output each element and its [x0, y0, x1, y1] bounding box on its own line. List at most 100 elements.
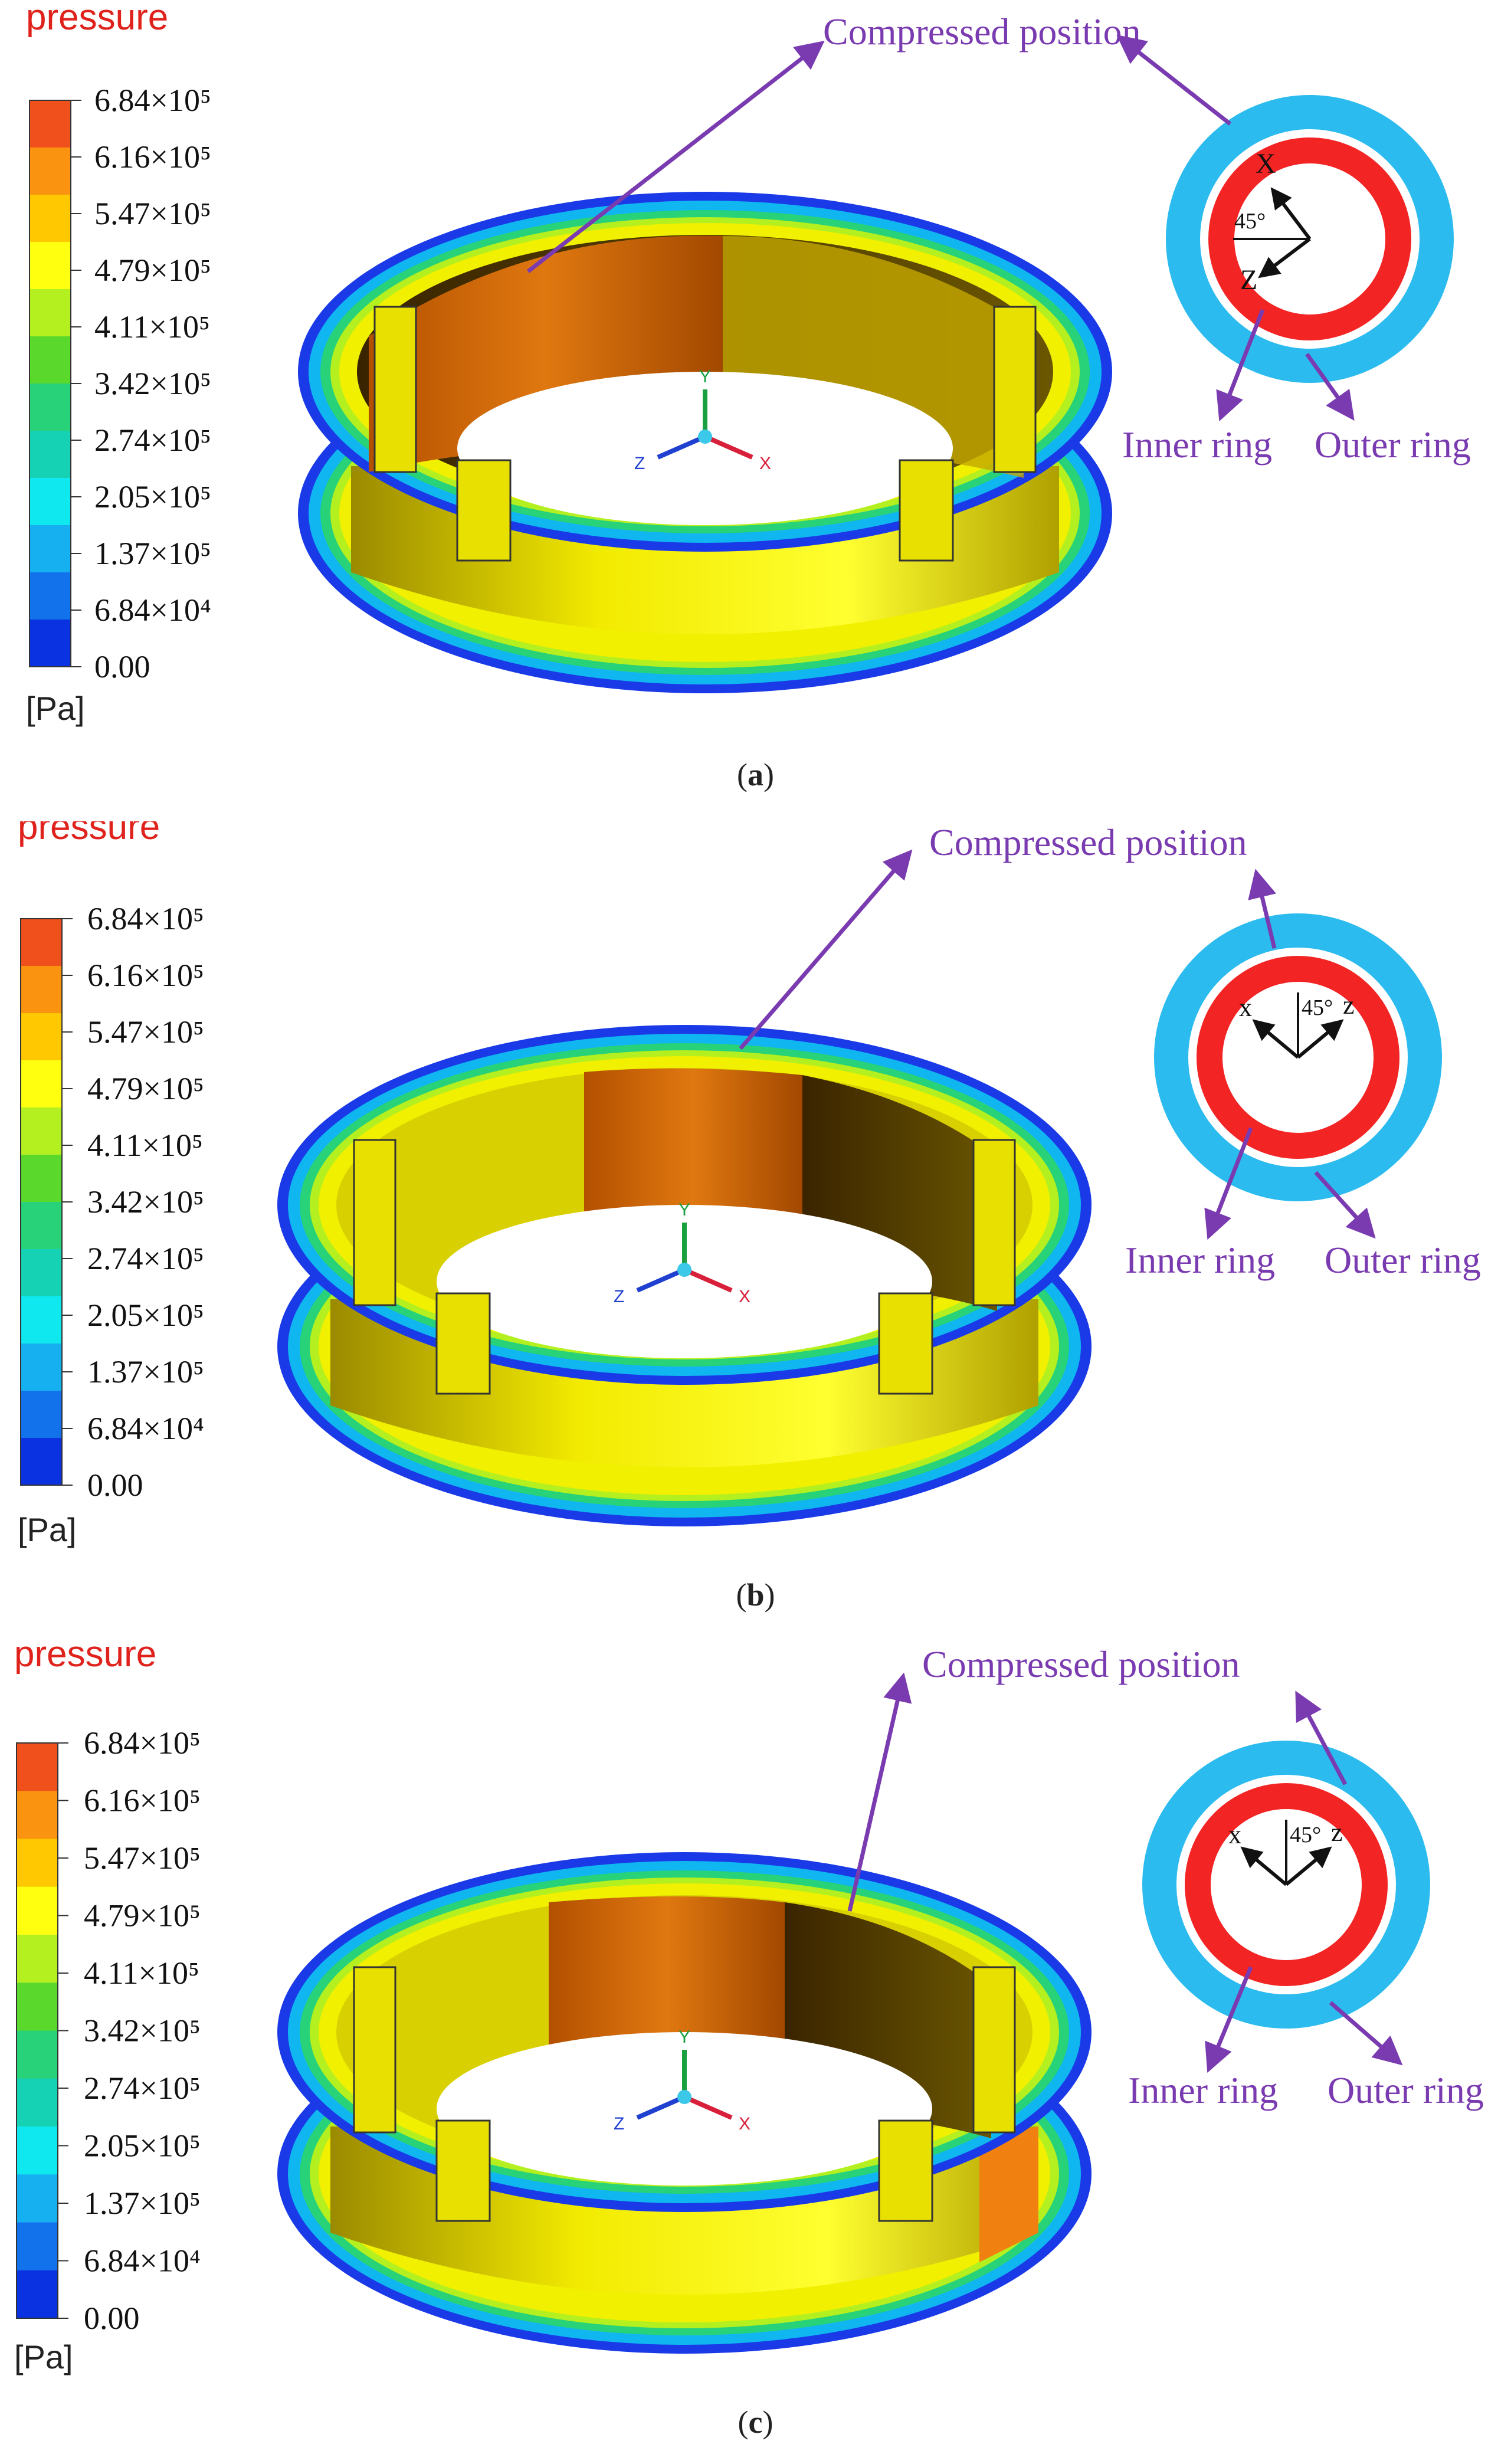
- svg-text:Z: Z: [1240, 264, 1257, 296]
- colorbar-segment: [17, 2174, 58, 2223]
- inner-ring-label: Inner ring: [1122, 424, 1272, 466]
- colorbar-segment: [21, 1155, 62, 1202]
- colorbar-label: 4.11×10⁵: [94, 309, 210, 345]
- colorbar-segment: [17, 1791, 58, 1839]
- colorbar-segment: [17, 1886, 58, 1935]
- colorbar-segment: [21, 1249, 62, 1297]
- svg-text:z: z: [1331, 1818, 1343, 1847]
- inner-ring-label: Inner ring: [1125, 1239, 1275, 1281]
- legend-labels: 6.84×10⁵6.16×10⁵5.47×10⁵4.79×10⁵4.11×10⁵…: [58, 1725, 201, 2336]
- colorbar-segment: [30, 384, 71, 431]
- colorbar-label: 6.84×10⁵: [87, 901, 204, 936]
- legend-colorbar: [29, 100, 71, 667]
- outer-ring-label: Outer ring: [1325, 1239, 1481, 1281]
- legend-title: pressure: [26, 0, 168, 38]
- svg-text:Y: Y: [679, 2027, 690, 2047]
- legend-colorbar: [16, 1742, 58, 2319]
- legend-labels: 6.84×10⁵6.16×10⁵5.47×10⁵4.79×10⁵4.11×10⁵…: [71, 83, 211, 684]
- colorbar-label: 1.37×10⁵: [87, 1354, 204, 1390]
- colorbar-label: 2.05×10⁵: [87, 1297, 204, 1333]
- ring-schematic: X Z 45°: [1116, 34, 1454, 422]
- ring-model: Y X Z: [298, 192, 1112, 693]
- colorbar-label: 6.84×10⁵: [84, 1725, 201, 1761]
- colorbar-label: 5.47×10⁵: [94, 196, 211, 231]
- axis-triad: Y X Z: [614, 2027, 750, 2134]
- inner-ring: [1185, 1783, 1388, 1986]
- colorbar-segment: [17, 2270, 58, 2319]
- colorbar-label: 0.00: [84, 2301, 140, 2336]
- outer-ring: [1154, 913, 1442, 1201]
- colorbar-segment: [30, 289, 71, 337]
- colorbar-segment: [17, 2030, 58, 2079]
- colorbar-label: 4.79×10⁵: [94, 253, 211, 288]
- outer-ring: [1142, 1741, 1430, 2029]
- colorbar-label: 2.74×10⁵: [87, 1241, 204, 1276]
- colorbar-label: 2.05×10⁵: [94, 479, 211, 515]
- colorbar-segment: [21, 1060, 62, 1108]
- colorbar-segment: [30, 242, 71, 290]
- compressed-label: Compressed position: [929, 821, 1247, 863]
- colorbar-label: 3.42×10⁵: [84, 2013, 201, 2049]
- colorbar-label: 6.16×10⁵: [87, 958, 204, 993]
- compressed-arrow: [526, 40, 825, 273]
- svg-text:x: x: [1228, 1820, 1241, 1849]
- compressed-arrow: [739, 849, 913, 1050]
- svg-text:X: X: [739, 2114, 750, 2134]
- legend: pressure 6.84×10⁵6.16×10⁵5.47×10⁵4.79×10…: [26, 0, 211, 727]
- ring-schematic: x z 45°: [1154, 869, 1442, 1240]
- colorbar-label: 6.16×10⁵: [84, 1783, 201, 1818]
- svg-text:Z: Z: [614, 1287, 624, 1306]
- colorbar-segment: [30, 620, 71, 667]
- legend-labels: 6.84×10⁵6.16×10⁵5.47×10⁵4.79×10⁵4.11×10⁵…: [62, 901, 204, 1503]
- legend-title: pressure: [18, 821, 160, 847]
- colorbar-segment: [21, 1202, 62, 1250]
- ring-schematic: x z 45°: [1142, 1690, 1430, 2073]
- colorbar-label: 0.00: [94, 649, 150, 684]
- colorbar-segment: [30, 336, 71, 384]
- axis-triad: Y X Z: [634, 367, 771, 473]
- colorbar-segment: [21, 1108, 62, 1155]
- colorbar-segment: [21, 1438, 62, 1486]
- inner-ring-label: Inner ring: [1128, 2069, 1278, 2111]
- svg-text:X: X: [739, 1287, 750, 1306]
- svg-text:z: z: [1343, 991, 1355, 1020]
- colorbar-segment: [17, 2078, 58, 2127]
- compressed-arrow: [847, 1672, 912, 1912]
- colorbar-segment: [30, 195, 71, 243]
- colorbar-label: 2.74×10⁵: [94, 422, 211, 458]
- colorbar-label: 4.11×10⁵: [87, 1128, 203, 1163]
- legend-unit: [Pa]: [14, 2338, 73, 2375]
- colorbar-label: 0.00: [87, 1467, 143, 1503]
- colorbar-segment: [17, 1743, 58, 1791]
- svg-text:X: X: [1256, 148, 1276, 179]
- colorbar-segment: [17, 2126, 58, 2175]
- colorbar-segment: [30, 572, 71, 620]
- colorbar-segment: [30, 148, 71, 195]
- svg-text:45°: 45°: [1290, 1823, 1321, 1847]
- colorbar-segment: [21, 1013, 62, 1061]
- outer-ring-label: Outer ring: [1315, 424, 1471, 466]
- outer-ring: [1166, 95, 1454, 383]
- colorbar-label: 2.74×10⁵: [84, 2070, 201, 2106]
- compressed-label: Compressed position: [823, 11, 1141, 53]
- axis-triad: Y X Z: [614, 1200, 750, 1306]
- colorbar-segment: [30, 525, 71, 573]
- colorbar-label: 5.47×10⁵: [84, 1840, 201, 1876]
- colorbar-label: 3.42×10⁵: [94, 366, 211, 401]
- colorbar-segment: [21, 966, 62, 1014]
- colorbar-label: 6.16×10⁵: [94, 139, 211, 175]
- inner-ring: [1208, 137, 1411, 340]
- colorbar-label: 6.84×10⁴: [94, 592, 211, 628]
- colorbar-label: 1.37×10⁵: [94, 536, 211, 571]
- colorbar-label: 6.84×10⁴: [84, 2243, 201, 2279]
- svg-text:Y: Y: [699, 367, 711, 386]
- legend: pressure 6.84×10⁵6.16×10⁵5.47×10⁵4.79×10…: [18, 821, 204, 1548]
- legend-title: pressure: [14, 1643, 156, 1675]
- inner-ring: [1197, 956, 1399, 1159]
- colorbar-segment: [30, 478, 71, 526]
- colorbar-segment: [21, 919, 62, 966]
- outer-ring-label: Outer ring: [1328, 2069, 1484, 2111]
